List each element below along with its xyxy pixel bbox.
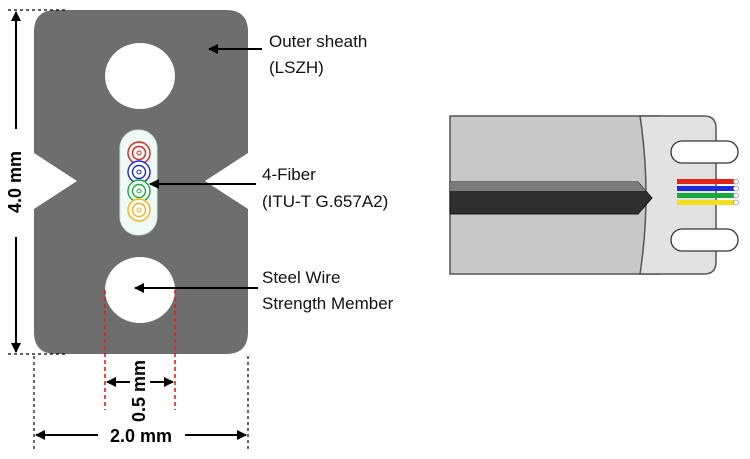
- width-dimension-label: 2.0 mm: [110, 426, 172, 446]
- outer-sheath-material-label: (LSZH): [269, 58, 324, 77]
- strength-member-label: Strength Member: [262, 294, 394, 313]
- side-view-fiber-blue: [677, 186, 736, 191]
- side-view-wire-bottom: [670, 228, 739, 252]
- width-dimension: [33, 356, 249, 450]
- cable-side-view: [449, 115, 739, 275]
- steel-wire-bottom: [105, 257, 175, 323]
- side-view-fiber-green: [677, 193, 736, 198]
- side-view-wire-top: [670, 140, 739, 164]
- side-view-fiber-yellow: [677, 200, 736, 205]
- fiber-blue: [127, 160, 151, 184]
- height-dimension-label: 4.0 mm: [5, 151, 25, 213]
- side-view-fiber-red: [677, 179, 736, 184]
- wire-dimension-label: 0.5 mm: [129, 360, 149, 422]
- outer-sheath-label: Outer sheath: [269, 32, 368, 51]
- fiber-yellow: [127, 198, 151, 222]
- steel-wire-top: [105, 43, 175, 109]
- fiber-red: [127, 141, 151, 165]
- height-dimension: [8, 9, 65, 355]
- steel-wire-label: Steel Wire: [262, 268, 341, 287]
- fiber-standard-label: (ITU-T G.657A2): [262, 192, 389, 211]
- fiber-label: 4-Fiber: [262, 165, 316, 184]
- wire-dimension: [104, 290, 176, 410]
